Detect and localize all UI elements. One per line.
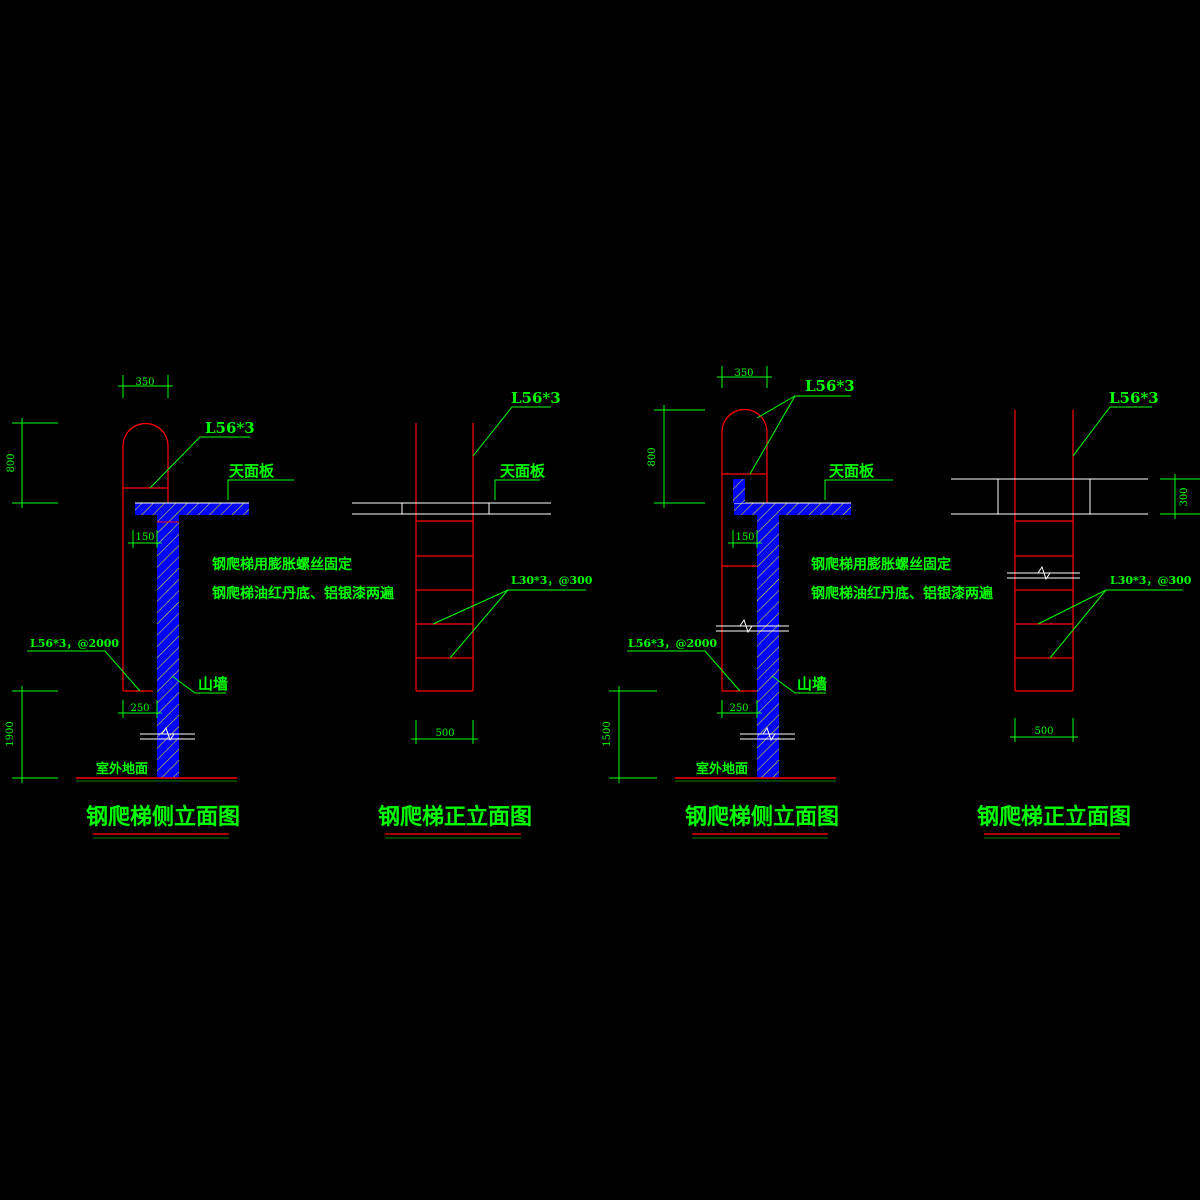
- roof-slab: [352, 502, 551, 515]
- front-elevation-2: 300 500 L56*3 L30*3，@300 钢爬梯正立面图: [951, 389, 1200, 839]
- wall-label: 山墙: [797, 675, 827, 693]
- dim-height-top: [12, 418, 58, 508]
- dim-base: [118, 700, 162, 718]
- ladder-rails: [1014, 410, 1074, 692]
- note-line-1: 钢爬梯用膨胀螺丝固定: [811, 556, 951, 573]
- support-label: L56*3，@2000: [30, 637, 119, 650]
- rail-label: L56*3: [1109, 389, 1159, 407]
- dim-base-text: 250: [130, 703, 149, 714]
- dim-width-text: 500: [435, 728, 454, 739]
- dim-standoff: [128, 530, 162, 548]
- dim-width-text: 350: [135, 377, 154, 388]
- dim-width-500: [411, 720, 478, 744]
- leaders: [432, 406, 586, 659]
- parapet: [951, 478, 1148, 515]
- dim-width-350: [118, 375, 173, 398]
- dim-parapet-text: 300: [1179, 487, 1190, 506]
- roof-label: 天面板: [500, 462, 546, 480]
- gable-wall: [157, 515, 179, 778]
- dim-height-bottom-text: 1900: [5, 721, 16, 746]
- front-elevation-1: 500 L56*3 天面板 L30*3，@300 钢爬梯正立面图: [352, 389, 593, 839]
- break-mark: [716, 618, 795, 742]
- note-line-2: 钢爬梯油红丹底、铝银漆两遍: [212, 585, 395, 602]
- side-elevation-2: 350 800 1500 150: [602, 366, 994, 839]
- rung-label: L30*3，@300: [511, 574, 593, 587]
- leaders: [1037, 406, 1183, 659]
- leaders: [627, 395, 893, 694]
- dim-width-500: [1010, 718, 1078, 742]
- dim-standoff-text: 150: [735, 532, 754, 543]
- break-mark: [140, 726, 195, 742]
- drawing-title: 钢爬梯侧立面图: [86, 804, 240, 830]
- leaders: [27, 436, 294, 694]
- note-line-2: 钢爬梯油红丹底、铝银漆两遍: [811, 585, 994, 602]
- roof-label: 天面板: [829, 462, 875, 480]
- ground-label: 室外地面: [696, 761, 748, 777]
- dim-width-text: 350: [734, 368, 753, 379]
- gable-wall: [757, 515, 779, 778]
- rail-label: L56*3: [511, 389, 561, 407]
- roof-label: 天面板: [229, 462, 275, 480]
- ladder-rails: [415, 423, 474, 692]
- break-mark: [1007, 565, 1080, 581]
- note-line-1: 钢爬梯用膨胀螺丝固定: [212, 556, 352, 573]
- dim-height-top-text: 800: [6, 453, 17, 472]
- ground-label: 室外地面: [96, 761, 148, 777]
- dim-base: [717, 700, 762, 718]
- dim-height-bottom-text: 1500: [602, 721, 613, 746]
- rail-label: L56*3: [205, 419, 255, 437]
- support-label: L56*3，@2000: [628, 637, 717, 650]
- drawing-title: 钢爬梯正立面图: [378, 804, 532, 830]
- roof-slab: [135, 503, 249, 515]
- dim-height-bottom: [609, 686, 657, 783]
- dim-parapet-300: [1160, 474, 1200, 519]
- dim-standoff: [728, 530, 762, 548]
- wall-label: 山墙: [198, 675, 228, 693]
- roof-slab: [734, 503, 851, 515]
- rail-label: L56*3: [805, 377, 855, 395]
- dim-width-text: 500: [1034, 726, 1053, 737]
- side-elevation-1: 350 800 1900 1: [5, 375, 395, 839]
- dim-standoff-text: 150: [135, 532, 154, 543]
- dim-height-bottom: [12, 686, 58, 783]
- dim-base-text: 250: [729, 703, 748, 714]
- drawing-title: 钢爬梯正立面图: [977, 804, 1131, 830]
- rung-label: L30*3，@300: [1110, 574, 1192, 587]
- ladder-rail: [122, 422, 169, 692]
- anchor-detail: [733, 479, 745, 503]
- drawing-title: 钢爬梯侧立面图: [685, 804, 839, 830]
- dim-height-top-text: 800: [647, 447, 658, 466]
- dim-width-350: [717, 366, 772, 388]
- dim-height-top: [654, 405, 705, 508]
